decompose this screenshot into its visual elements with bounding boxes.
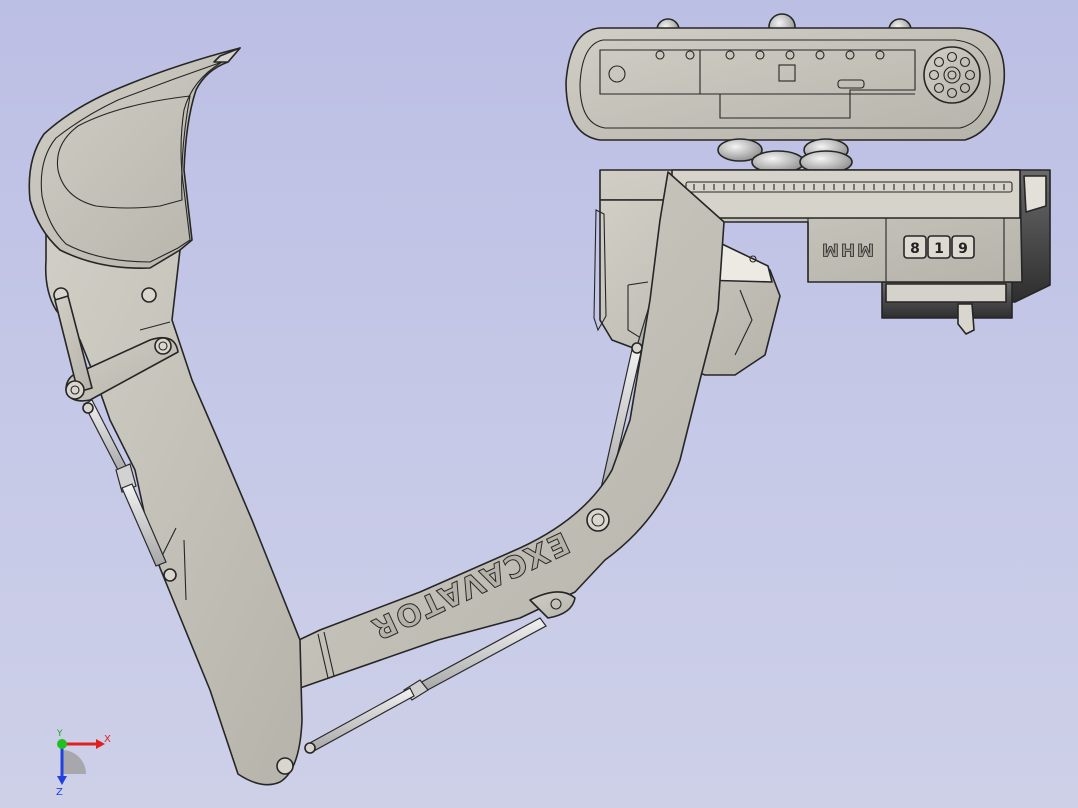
linkage-side-link [54,295,93,393]
arm-cylinder-lug [529,591,576,619]
cab-digit: 8 [910,241,920,257]
swing-bearing [717,138,853,174]
axis-triad: X Y Z [56,729,111,798]
track-inner [579,39,991,129]
bucket[interactable] [28,47,241,269]
boom-weld-line [317,633,329,679]
y-axis-dot [57,739,67,749]
z-axis-arrowhead [57,776,67,785]
track-bolt-square [778,64,796,82]
cab-digit: 1 [934,241,944,257]
stick[interactable] [44,229,303,786]
idler-hole [608,65,626,83]
vent-slots [693,184,1005,190]
z-axis-label: Z [56,787,63,798]
boom-cylinder-pin [586,508,610,532]
x-axis-arrowhead [96,739,105,749]
bucket-tooth [213,47,241,63]
cab-roof [671,169,1021,219]
sprocket [923,46,981,104]
mirror [1023,175,1047,213]
track-outer [565,27,1006,141]
bucket-cylinder-body [121,483,167,567]
bucket-linkage[interactable] [54,295,179,567]
cab-digit: 9 [958,241,968,257]
arm-cylinder[interactable] [304,617,547,754]
triad-plane-shade [62,750,86,774]
exhaust-pipe [957,303,975,335]
y-axis-label: Y [56,729,63,739]
bucket-inner-panel [56,95,191,209]
stick-body [44,229,303,786]
cab-logo: MHM [820,239,874,259]
cab-digit-plates: 9 1 8 [903,235,975,259]
bucket-shell [28,47,241,269]
track-link-holes [655,50,885,60]
x-axis-label: X [104,734,111,745]
track-frame [599,49,916,119]
stick-pivot-pin [276,757,294,775]
bucket-rim [40,61,223,263]
crawler-track[interactable] [565,13,1006,141]
handrail [593,209,607,332]
